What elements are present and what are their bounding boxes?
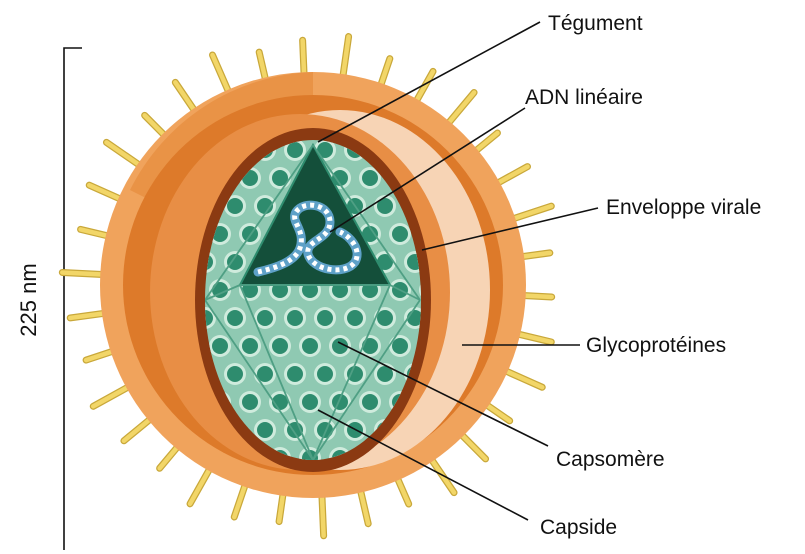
label-adn: ADN linéaire	[525, 86, 643, 109]
label-capsomere: Capsomère	[556, 448, 665, 471]
label-tegument: Tégument	[548, 12, 643, 35]
scale-bracket	[64, 48, 82, 550]
label-capside: Capside	[540, 516, 617, 539]
label-enveloppe: Enveloppe virale	[606, 196, 761, 219]
scale-label: 225 nm	[16, 263, 41, 336]
label-glycoproteines: Glycoprotéines	[586, 334, 726, 357]
